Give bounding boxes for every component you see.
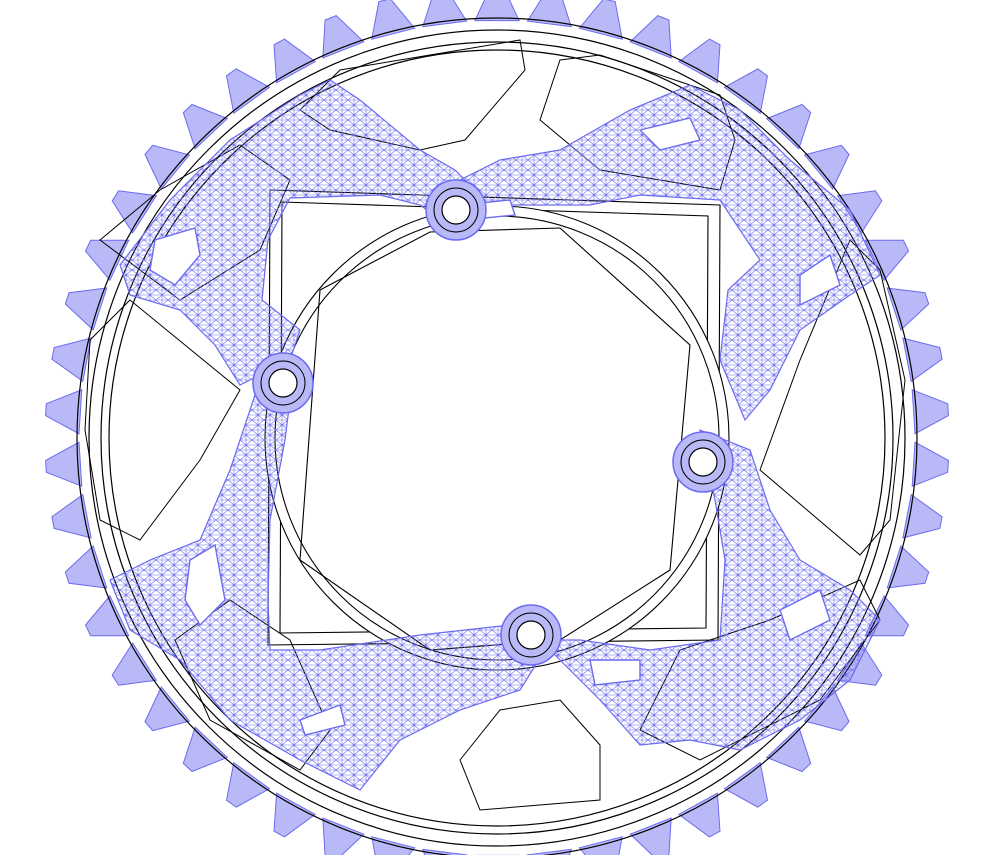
sprocket-tooth (322, 817, 365, 855)
mesh-cutout (299, 704, 346, 736)
sprocket-tooth (144, 686, 191, 732)
sprocket-tooth (911, 389, 949, 435)
sprocket-tooth (84, 239, 130, 282)
mesh-cutout (149, 227, 201, 286)
sprocket-tooth (803, 686, 850, 732)
sprocket-tooth (45, 441, 83, 487)
sprocket-tooth (111, 642, 158, 686)
sprocket-tooth (51, 493, 92, 539)
sprocket-tooth (723, 761, 769, 808)
sprocket-tooth (474, 0, 520, 22)
mesh-cutout (589, 659, 641, 686)
sprocket-tooth (422, 0, 468, 28)
sprocket-tooth (765, 103, 812, 150)
sprocket-tooth (902, 337, 943, 383)
mesh-cutout (638, 117, 701, 151)
mesh-cutouts (149, 117, 841, 736)
sprocket-tooth (64, 545, 108, 589)
rim-inner-line-2 (100, 41, 894, 835)
sprocket-tooth (45, 389, 83, 435)
sprocket-tooth (322, 15, 365, 59)
sprocket-tooth (225, 68, 271, 115)
bolt-hole (516, 620, 546, 650)
bolt-boss-outline (433, 187, 479, 233)
sprocket-tooth (144, 144, 191, 190)
sprocket-tooth (578, 836, 623, 855)
lightening-window (459, 699, 601, 811)
mesh-arm-top-left (119, 79, 471, 386)
bolt-boss-outline (260, 360, 306, 406)
sprocket-tooth (526, 0, 572, 28)
sprocket-tooth (225, 761, 271, 808)
sprocket-tooth (902, 493, 943, 539)
rim-inner-line-1 (88, 29, 906, 847)
sprocket-tooth (273, 38, 317, 84)
lightening-window (759, 239, 906, 556)
bolt-boss-outline (508, 612, 554, 658)
sprocket-tooth (911, 441, 949, 487)
rim-inner-line-3 (108, 49, 886, 827)
sprocket-tooth (677, 792, 721, 838)
bolt-hole (688, 447, 718, 477)
mesh-cutout (184, 543, 226, 627)
sprocket-tooth (803, 144, 850, 190)
sprocket-tooth (64, 287, 108, 331)
mesh-cutout (779, 589, 831, 641)
sprocket-tooth (629, 817, 672, 855)
sprocket-tooth (765, 726, 812, 773)
rim-outer-line (76, 17, 918, 855)
sprocket-tooth (723, 68, 769, 115)
sprocket-tooth (371, 836, 416, 855)
sprocket-tooth (51, 337, 92, 383)
mesh-arm-top-right (438, 84, 881, 422)
sprocket-tooth (273, 792, 317, 838)
sprocket-tooth (864, 239, 910, 282)
sprocket-teeth (45, 0, 949, 855)
sprocket-tooth (182, 103, 229, 150)
sprocket-tooth (629, 15, 672, 59)
bolt-holes (252, 179, 734, 666)
sprocket-tooth (578, 0, 623, 40)
bolt-hole (268, 368, 298, 398)
sprocket-tooth (84, 594, 130, 637)
mesh-arm-bottom-left (109, 394, 546, 791)
sprocket-tooth (886, 287, 930, 331)
sprocket-tooth (182, 726, 229, 773)
lightening-window (84, 299, 241, 541)
bolt-boss-outline (680, 439, 726, 485)
sprocket-tooth (677, 38, 721, 84)
sprocket-rim (76, 17, 918, 855)
sprocket-tooth (371, 0, 416, 40)
sprocket-tooth (886, 545, 930, 589)
bolt-hole (441, 195, 471, 225)
bore-outer-circle (264, 205, 730, 671)
center-bore (264, 205, 730, 671)
mesh-cutout (799, 253, 841, 307)
